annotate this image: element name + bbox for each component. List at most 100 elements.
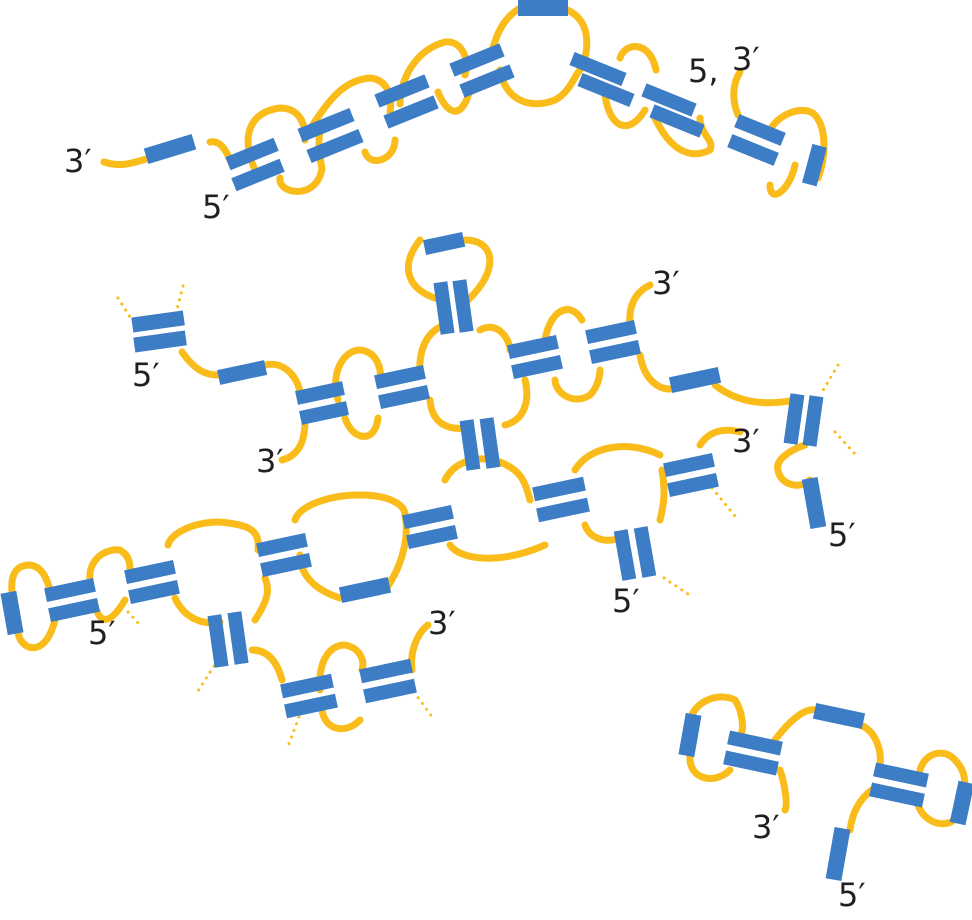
- helix-bar: [131, 310, 185, 333]
- helix-bar: [589, 339, 641, 365]
- dots-4: [833, 430, 858, 457]
- helix-bar: [133, 330, 187, 353]
- helix-bar: [225, 137, 279, 171]
- helix-bar: [374, 74, 430, 108]
- helix-bar: [802, 143, 827, 187]
- helix-bar: [402, 504, 454, 530]
- helix-bar: [869, 782, 925, 808]
- helix-bar: [613, 529, 637, 581]
- label-top-3prime-right: 3′: [732, 40, 760, 78]
- helix-bar: [825, 827, 851, 881]
- helix-bar: [422, 231, 466, 255]
- helix-bar: [532, 476, 586, 502]
- helix-bar: [727, 730, 783, 756]
- helix-bar: [299, 401, 349, 425]
- helices: [0, 0, 972, 881]
- helix-bar: [678, 712, 702, 758]
- label-mid-3prime-top: 3′: [652, 264, 680, 302]
- helix-bar: [374, 364, 426, 390]
- helix-bar: [44, 577, 96, 603]
- dots-8: [194, 664, 216, 696]
- helix-bar: [0, 590, 24, 636]
- strand-end-labels: 3′ 5′ 5, 3′ 5′ 3′ 3′ 3′ 5′ 5′ 5′ 3′ 3′ 5…: [64, 40, 866, 914]
- label-br-5prime: 5′: [838, 876, 866, 914]
- helix-bar: [227, 611, 249, 665]
- helix-bar: [949, 780, 972, 826]
- helix-bar: [536, 497, 590, 523]
- helix-bar: [812, 702, 866, 730]
- helix-bar: [306, 129, 364, 163]
- strand-middle-lower: [164, 443, 668, 733]
- strand-top-right: [601, 43, 828, 198]
- strand-lower-left: [8, 546, 134, 652]
- helix-bar: [727, 134, 779, 166]
- label-low-5prime-center: 5′: [612, 582, 640, 620]
- helix-bar: [459, 419, 481, 471]
- label-top-5prime-left: 5′: [202, 188, 230, 226]
- helix-bar: [256, 532, 308, 558]
- helix-bar: [633, 526, 657, 578]
- label-low-5prime-left: 5′: [88, 614, 116, 652]
- dots-1: [116, 296, 134, 322]
- helix-bar: [433, 281, 455, 335]
- helix-bar: [459, 64, 515, 98]
- helix-bar: [783, 393, 805, 445]
- helix-bar: [663, 452, 715, 478]
- helix-bar: [143, 134, 197, 164]
- helix-bar: [667, 472, 719, 498]
- dots-6: [662, 576, 690, 596]
- helix-bar: [338, 576, 392, 604]
- helix-bar: [363, 678, 417, 704]
- label-top-3prime-left: 3′: [64, 142, 92, 180]
- helix-bar: [723, 750, 779, 776]
- helix-bar: [802, 395, 824, 447]
- strand-top-left: [100, 4, 591, 195]
- label-br-3prime: 3′: [752, 808, 780, 846]
- helix-bar: [801, 476, 827, 530]
- dots-5: [710, 486, 737, 518]
- helix-bar: [284, 693, 338, 719]
- helix-bar: [280, 673, 334, 699]
- helix-bar: [452, 279, 474, 333]
- helix-bar: [48, 597, 100, 623]
- strand-bottom-right: [686, 693, 969, 834]
- strand-middle-top: [178, 236, 799, 464]
- helix-bar: [359, 658, 413, 684]
- helix-bar: [507, 334, 559, 360]
- helix-bar: [378, 384, 430, 410]
- helix-bar: [128, 579, 180, 605]
- helix-bar: [124, 559, 176, 585]
- dots-2: [174, 284, 185, 315]
- helix-bar: [383, 95, 439, 129]
- helix-bar: [297, 108, 355, 142]
- label-mid-3prime-right: 3′: [732, 422, 760, 460]
- helix-bar: [641, 83, 697, 117]
- helix-bar: [518, 0, 568, 16]
- helix-bar: [649, 104, 705, 138]
- dots-3: [820, 363, 840, 394]
- helix-bar: [734, 114, 786, 146]
- helix-bar: [569, 52, 627, 86]
- dots-7: [126, 610, 141, 626]
- helix-bar: [449, 43, 505, 77]
- helix-bar: [577, 73, 635, 107]
- dotted-continuations: [116, 284, 858, 751]
- strand-middle-right: [696, 426, 814, 489]
- label-mid-5prime-right: 5′: [828, 516, 856, 554]
- helix-bar: [873, 762, 929, 788]
- helix-bar: [668, 366, 722, 394]
- helix-bar: [231, 158, 285, 192]
- dots-10: [412, 690, 435, 720]
- helix-bar: [295, 381, 345, 405]
- helix-bar: [406, 524, 458, 550]
- label-low-3prime: 3′: [428, 604, 456, 642]
- helix-bar: [585, 319, 637, 345]
- helix-bar: [511, 354, 563, 380]
- helix-bar: [479, 417, 501, 469]
- helix-bar: [260, 552, 312, 578]
- label-top-5prime-right: 5,: [688, 52, 719, 90]
- label-mid-5prime-left: 5′: [132, 356, 160, 394]
- helix-bar: [217, 360, 268, 385]
- label-mid-3prime-left: 3′: [256, 442, 284, 480]
